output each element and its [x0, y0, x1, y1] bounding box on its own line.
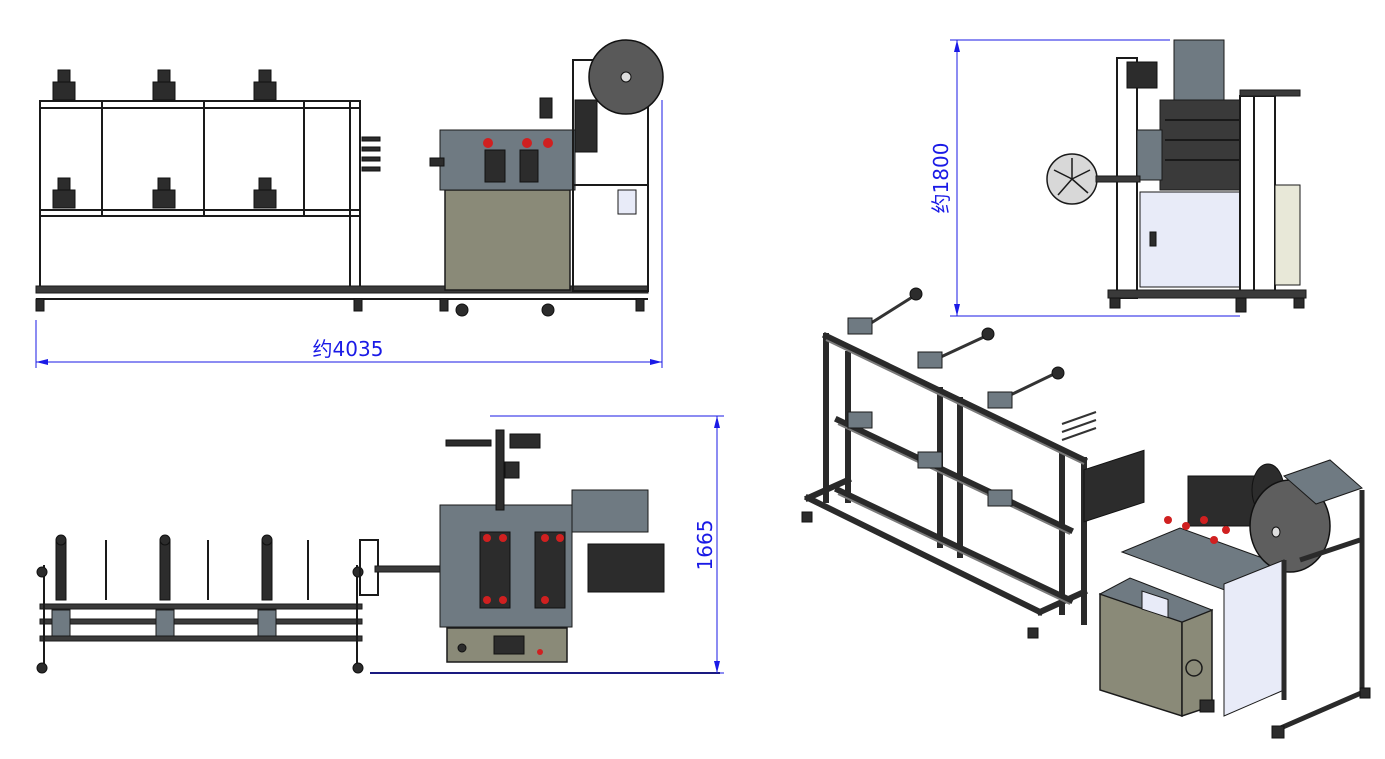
- top-view: [36, 429, 720, 674]
- front-guides: [361, 136, 381, 172]
- length-dimension-label: 约4035: [313, 337, 384, 361]
- height-dimension: 约1800: [929, 39, 1240, 317]
- isometric-view: [801, 287, 1371, 739]
- front-feet: [35, 298, 645, 312]
- length-dimension: 约4035: [35, 100, 663, 368]
- iso-spindles: [847, 287, 1065, 507]
- height-dimension-label: 约1800: [929, 143, 953, 214]
- top-spindles: [51, 534, 309, 637]
- front-cabinet: [444, 189, 571, 291]
- side-view: [1046, 39, 1307, 313]
- side-cabinet: [1139, 191, 1241, 288]
- width-dimension-label: 1665: [693, 520, 717, 571]
- top-material-reel: [587, 543, 665, 593]
- front-view: [35, 39, 664, 317]
- front-reels-top: [52, 69, 277, 209]
- width-dimension: 1665: [370, 415, 724, 674]
